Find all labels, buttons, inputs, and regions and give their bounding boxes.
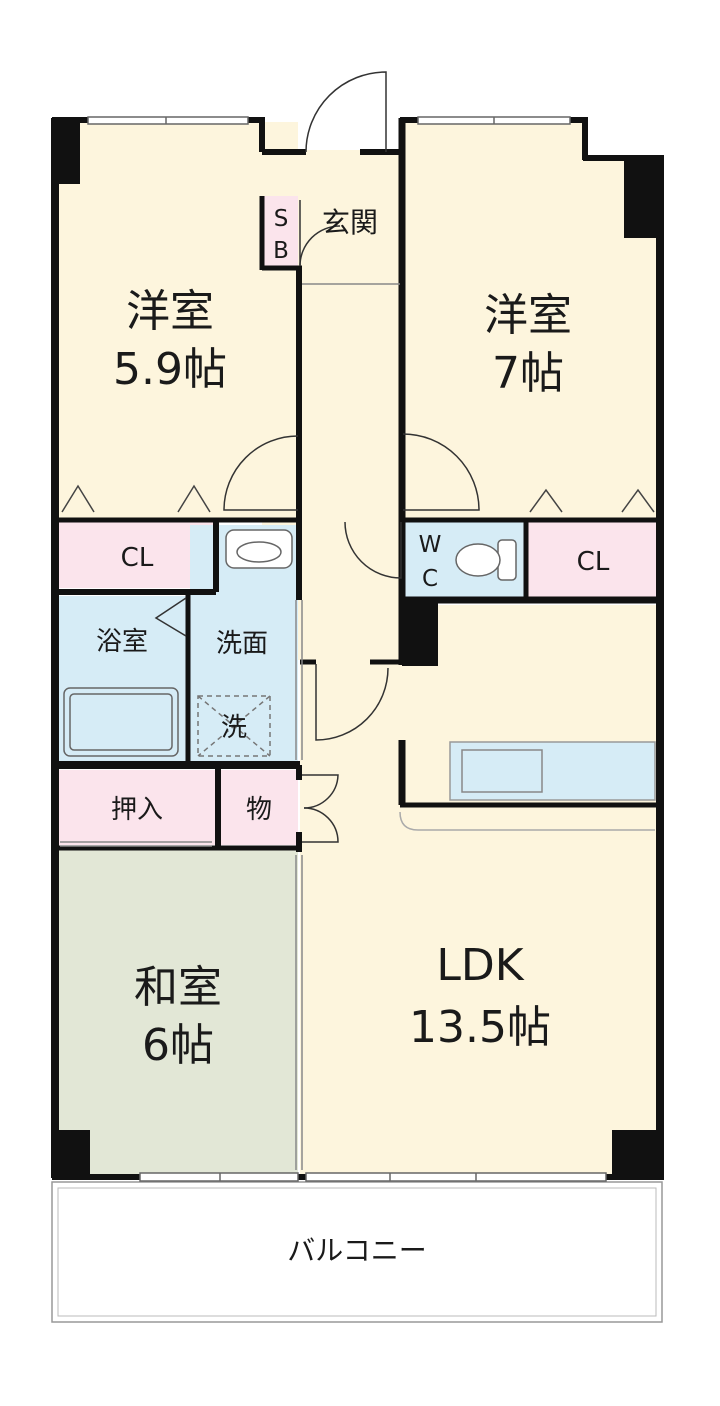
sliding-doors: [60, 600, 303, 1170]
bathtub: [63, 687, 179, 757]
kitchen-sink: [461, 749, 543, 793]
oshiire-label: 押入: [111, 795, 163, 825]
closet-markers: [61, 484, 655, 513]
washer-space: [197, 695, 271, 757]
entrance-label: 玄関: [322, 206, 378, 239]
washroom-label: 洗面: [216, 629, 268, 659]
oshiire-floor: [58, 770, 216, 845]
room-labels: 洋室 5.9帖 洋室 7帖 玄関 S B CL CL W C 浴室 洗面 洗 押…: [96, 206, 610, 1267]
western-room-left-name: 洋室: [126, 286, 214, 337]
storage-floor: [220, 770, 298, 845]
closet-right-label: CL: [577, 547, 610, 577]
kitchen-counter: [449, 741, 656, 801]
ldk-floor: [300, 605, 658, 1175]
wc-label-bottom: C: [422, 566, 438, 592]
balcony-label: バルコニー: [287, 1234, 426, 1267]
shoe-box-label-bottom: B: [273, 238, 289, 264]
closet-right-floor: [528, 522, 658, 597]
washer-label: 洗: [221, 713, 247, 743]
balcony-outline: [51, 1181, 663, 1323]
western-room-left-size: 5.9帖: [113, 344, 227, 395]
bath-label: 浴室: [96, 627, 148, 657]
kitchen-edge: [399, 811, 655, 831]
shoe-box-floor: [264, 196, 298, 266]
closet-left-label: CL: [121, 543, 154, 573]
japanese-room-size: 6帖: [142, 1020, 214, 1071]
wc-label-top: W: [419, 532, 442, 558]
western-room-right-name: 洋室: [484, 290, 572, 341]
western-room-right-floor: [405, 122, 658, 520]
shoe-box-label-top: S: [274, 206, 289, 232]
windows: [87, 116, 607, 1182]
wash-basin: [225, 529, 293, 569]
closet-left-floor: [58, 520, 216, 588]
western-room-right-size: 7帖: [492, 348, 564, 399]
storage-label: 物: [246, 795, 272, 825]
balcony-inner-outline: [57, 1187, 657, 1317]
toilet: [455, 539, 517, 581]
structural-columns: [52, 118, 662, 1180]
ldk-size: 13.5帖: [409, 1002, 551, 1053]
ldk-name: LDK: [436, 940, 524, 991]
door-swings: [154, 71, 480, 843]
room-fills: [58, 122, 658, 1175]
western-room-left-floor: [58, 122, 298, 520]
japanese-room-name: 和室: [134, 962, 222, 1013]
japanese-room-floor: [58, 850, 298, 1175]
